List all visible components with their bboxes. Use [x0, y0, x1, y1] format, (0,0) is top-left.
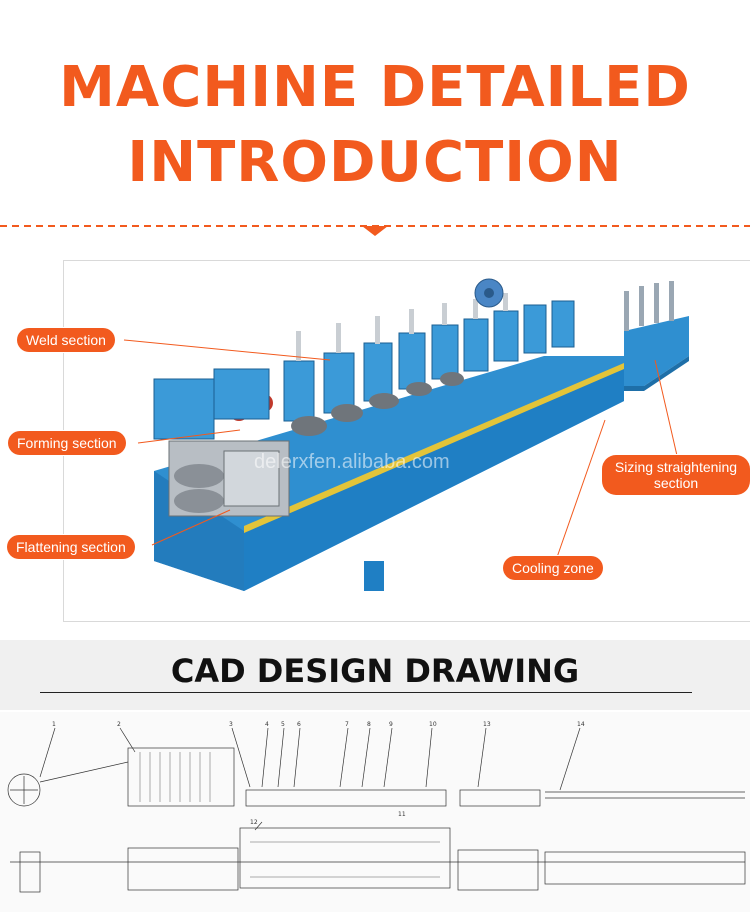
callout-weld-section: Weld section	[17, 328, 115, 352]
svg-text:12: 12	[250, 819, 258, 826]
svg-text:10: 10	[429, 721, 437, 728]
svg-text:11: 11	[398, 811, 406, 818]
machine-photo: delerxfen.alibaba.com	[63, 260, 750, 622]
svg-text:8: 8	[367, 721, 371, 728]
svg-text:5: 5	[281, 721, 285, 728]
machine-illustration	[153, 278, 689, 591]
title-line-2: INTRODUCTION	[127, 130, 623, 195]
callout-sizing-straightening-section: Sizing straightening section	[602, 455, 750, 495]
svg-text:9: 9	[389, 721, 393, 728]
cad-title: CAD DESIGN DRAWING	[170, 652, 580, 690]
cad-linework: 1 2 3 4 5 6 7 8 9 10 11 13 14 12	[7, 721, 746, 893]
svg-text:3: 3	[229, 721, 233, 728]
svg-text:13: 13	[483, 721, 491, 728]
callout-flattening-section: Flattening section	[7, 535, 135, 559]
svg-text:2: 2	[117, 721, 121, 728]
cad-banner	[0, 640, 750, 710]
watermark-text: delerxfen.alibaba.com	[254, 451, 450, 473]
svg-text:1: 1	[52, 721, 56, 728]
svg-text:6: 6	[297, 721, 301, 728]
svg-text:4: 4	[265, 721, 269, 728]
cad-underline	[40, 692, 692, 693]
svg-text:14: 14	[577, 721, 585, 728]
divider-arrow-icon	[362, 226, 388, 236]
cad-drawing: 1 2 3 4 5 6 7 8 9 10 11 13 14 12	[0, 712, 750, 912]
title-line-1: MACHINE DETAILED	[59, 55, 691, 120]
dashed-divider	[0, 225, 750, 236]
callout-forming-section: Forming section	[8, 431, 126, 455]
cad-part-numbers: 1 2 3 4 5 6 7 8 9 10 11 13 14 12	[52, 721, 585, 826]
callout-cooling-zone: Cooling zone	[503, 556, 603, 580]
svg-text:7: 7	[345, 721, 349, 728]
